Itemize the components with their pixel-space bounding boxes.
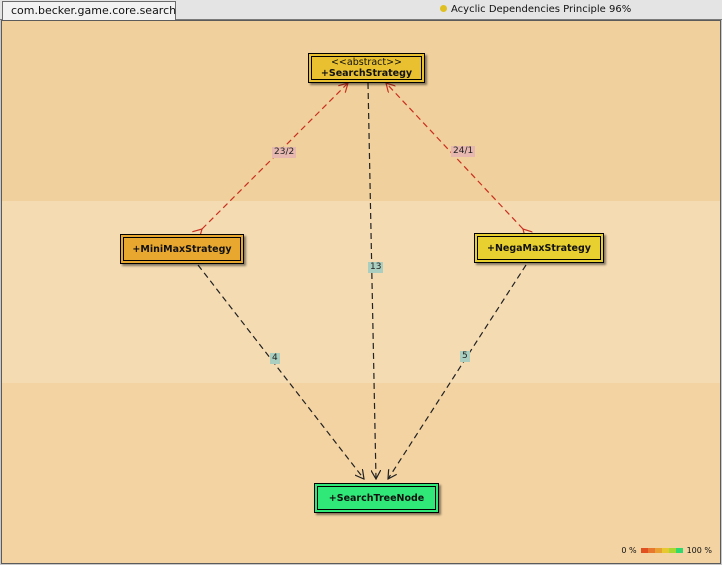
- legend-swatch: [675, 548, 683, 553]
- status-text: Acyclic Dependencies Principle 96%: [451, 4, 632, 15]
- diagram-canvas[interactable]: 23/2 24/1 13 4 5 <<abstract>> +SearchStr…: [1, 20, 721, 564]
- edge-label-negamax-strategy: 24/1: [451, 146, 476, 157]
- node-search-strategy[interactable]: <<abstract>> +SearchStrategy: [308, 53, 425, 83]
- node-search-tree-node[interactable]: +SearchTreeNode: [314, 483, 439, 513]
- edge-label-negamax-treenode: 5: [460, 351, 470, 362]
- layer-band-middle: [2, 201, 720, 383]
- legend-swatch: [640, 548, 648, 553]
- tab-package[interactable]: com.becker.game.core.search: [2, 1, 176, 20]
- node-negamax-strategy[interactable]: +NegaMaxStrategy: [474, 233, 604, 263]
- legend-swatch: [647, 548, 655, 553]
- edge-label-minimax-strategy: 23/2: [272, 147, 297, 158]
- node-label: +SearchTreeNode: [328, 492, 425, 504]
- layer-band-top: [2, 21, 720, 201]
- edge-label-minimax-treenode: 4: [270, 353, 280, 364]
- color-legend: 0 % 100 %: [621, 546, 712, 555]
- node-label: +NegaMaxStrategy: [486, 242, 591, 254]
- node-stereotype: <<abstract>>: [330, 57, 403, 68]
- node-label: +SearchStrategy: [320, 68, 413, 79]
- legend-swatch: [668, 548, 676, 553]
- status-indicator: Acyclic Dependencies Principle 96%: [440, 3, 631, 16]
- edge-strategy-treenode[interactable]: [367, 82, 376, 479]
- legend-swatch: [661, 548, 669, 553]
- edge-label-strategy-treenode: 13: [368, 262, 384, 273]
- edge-negamax-treenode[interactable]: [388, 264, 527, 479]
- legend-gradient: [640, 548, 683, 553]
- node-minimax-strategy[interactable]: +MiniMaxStrategy: [120, 234, 244, 264]
- legend-min-label: 0 %: [621, 546, 637, 555]
- dependency-edges: [2, 21, 721, 564]
- legend-max-label: 100 %: [686, 546, 712, 555]
- edge-minimax-treenode[interactable]: [197, 264, 364, 479]
- status-dot-icon: [440, 5, 447, 12]
- node-label: +MiniMaxStrategy: [132, 243, 232, 255]
- tab-bar: com.becker.game.core.search Acyclic Depe…: [0, 0, 722, 20]
- legend-swatch: [654, 548, 662, 553]
